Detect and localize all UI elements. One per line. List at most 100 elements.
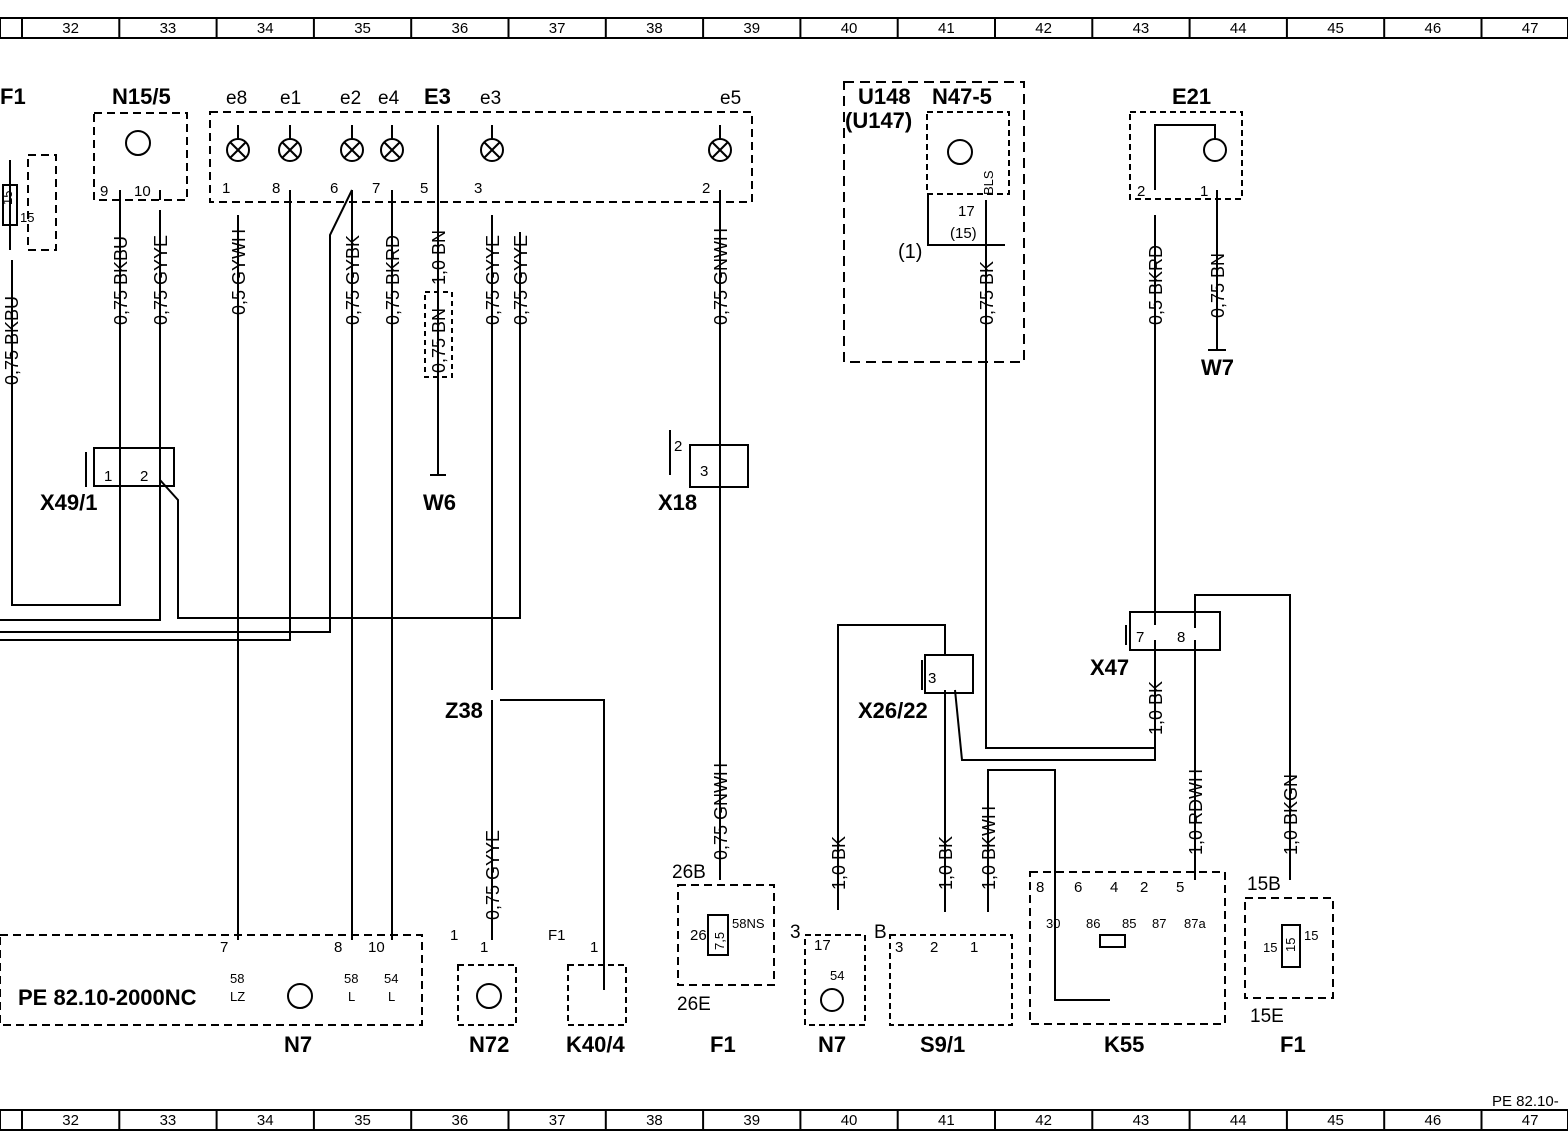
wire-label-gyye-b: 0,75 GYYE [483, 235, 503, 325]
pin-label: 2 [930, 939, 938, 956]
grid-column-number: 43 [1133, 1112, 1150, 1129]
lamp-e1-label: e1 [280, 88, 301, 109]
pin-label: 3 [700, 463, 708, 480]
grid-column-number: 37 [549, 1112, 566, 1129]
grid-column-number: 42 [1035, 1112, 1052, 1129]
n72-module [457, 964, 517, 1026]
n15-5-label: N15/5 [112, 84, 171, 109]
grid-column-number: 41 [938, 1112, 955, 1129]
pin-label: 5 [1176, 879, 1184, 896]
k55-label: K55 [1104, 1032, 1144, 1057]
f1-label-bottom: F1 [710, 1032, 736, 1057]
grid-column-number: 40 [841, 1112, 858, 1129]
lamp-icon [278, 125, 302, 162]
lamp-icon [226, 125, 250, 162]
e21-lamp [1129, 111, 1243, 200]
pin-label: 1 [480, 939, 488, 956]
pin-label: 8 [1036, 879, 1044, 896]
grid-column-number: 37 [549, 20, 566, 37]
wire-label-bkrd: 0,75 BKRD [383, 235, 403, 325]
wire-label-bk: 0,75 BK [977, 261, 997, 325]
n7-reference-label: PE 82.10-2000NC [18, 985, 197, 1010]
pin-label: 3 [474, 180, 482, 197]
n47-5-label: N47-5 [932, 84, 992, 109]
pin-label: 30 [1046, 916, 1060, 931]
pin-label: 1 [970, 939, 978, 956]
pin-label: LZ [230, 989, 245, 1004]
wire-label-gybk: 0,75 GYBK [343, 235, 363, 325]
x47-label: X47 [1090, 655, 1129, 680]
pin-label: 15 [1263, 940, 1277, 955]
grid-column-number: 41 [938, 20, 955, 37]
wire-label-gnwh: 0,75 GNWH [711, 228, 731, 325]
pin-label: 15 [1283, 938, 1298, 952]
grid-column-number: 36 [452, 1112, 469, 1129]
wire-label-bkrd-e21: 0,5 BKRD [1146, 245, 1166, 325]
grid-column-number: 47 [1522, 20, 1539, 37]
pin-label: 3 [928, 670, 936, 687]
wire-label-gywh: 0,5 GYWH [229, 229, 249, 315]
pin-label: 2 [674, 438, 682, 455]
pin-label: 26 [690, 927, 707, 944]
wire-label-gnwh-b: 0,75 GNWH [711, 763, 731, 860]
pin-label: (15) [950, 225, 977, 242]
lamp-e5-label: e5 [720, 88, 741, 109]
n47-5-module [926, 111, 1010, 195]
wire-label-bkwh: 1,0 BKWH [979, 806, 999, 890]
grid-column-number: 46 [1425, 20, 1442, 37]
pin-label: 8 [334, 939, 342, 956]
wire-label-bkbu: 0,75 BKBU [111, 236, 131, 325]
grid-column-number: 32 [62, 1112, 79, 1129]
grid-column-number: 32 [62, 20, 79, 37]
e21-label: E21 [1172, 84, 1211, 109]
n7-label: N7 [284, 1032, 312, 1057]
f1-fuse-bottom [677, 884, 775, 986]
pin-label: 2 [1137, 183, 1145, 200]
s9-1-switch [889, 934, 1013, 1026]
wire-label-gyye-a: 0,75 GYYE [151, 235, 171, 325]
grid-column-number: 43 [1133, 20, 1150, 37]
x49-1-label: X49/1 [40, 490, 98, 515]
s9-1-label: S9/1 [920, 1032, 965, 1057]
grid-column-number: 40 [841, 20, 858, 37]
pin-label: 8 [1177, 629, 1185, 646]
pin-label: 7 [220, 939, 228, 956]
grid-column-number: 36 [452, 20, 469, 37]
pin-label: B [874, 922, 887, 943]
grid-column-number: 39 [743, 20, 760, 37]
lamp-icon [480, 125, 504, 162]
pin-label: F1 [548, 927, 566, 944]
lamp-e3-label: e3 [480, 88, 501, 109]
pin-label: 7 [372, 180, 380, 197]
top-grid-bar [0, 17, 1568, 39]
pin-label: 15B [1247, 874, 1281, 895]
wire-label-rdwh: 1,0 RDWH [1186, 769, 1206, 855]
grid-column-number: 39 [743, 1112, 760, 1129]
k40-4-label: K40/4 [566, 1032, 625, 1057]
pin-label: L [388, 989, 395, 1004]
grid-column-number: 34 [257, 20, 274, 37]
pin-label: 2 [702, 180, 710, 197]
n15-5-module [93, 112, 188, 201]
pin-label: 7,5 [712, 932, 727, 950]
wire-label-bk-s9: 1,0 BK [936, 836, 956, 890]
wire-label-gyye-c: 0,75 GYYE [511, 235, 531, 325]
pin-label: 54 [830, 968, 844, 983]
grid-column-number: 44 [1230, 20, 1247, 37]
wire-label-gyye-z38: 0,75 GYYE [483, 830, 503, 920]
pin-label: 1 [1200, 183, 1208, 200]
lamp-e4-label: e4 [378, 88, 400, 109]
w7-label: W7 [1201, 355, 1234, 380]
lamp-icon [708, 125, 732, 162]
w6-label: W6 [423, 490, 456, 515]
n7-module [0, 934, 423, 1026]
wire-label-bn-box: 0,75 BN [429, 308, 449, 373]
u148-module [843, 81, 1025, 363]
pin-label: 7 [1136, 629, 1144, 646]
wire-label-bn-e21: 0,75 BN [1208, 253, 1228, 318]
x18-label: X18 [658, 490, 697, 515]
pin-label: 15E [1250, 1006, 1284, 1027]
grid-column-number: 42 [1035, 20, 1052, 37]
x47-connector [1125, 594, 1291, 880]
